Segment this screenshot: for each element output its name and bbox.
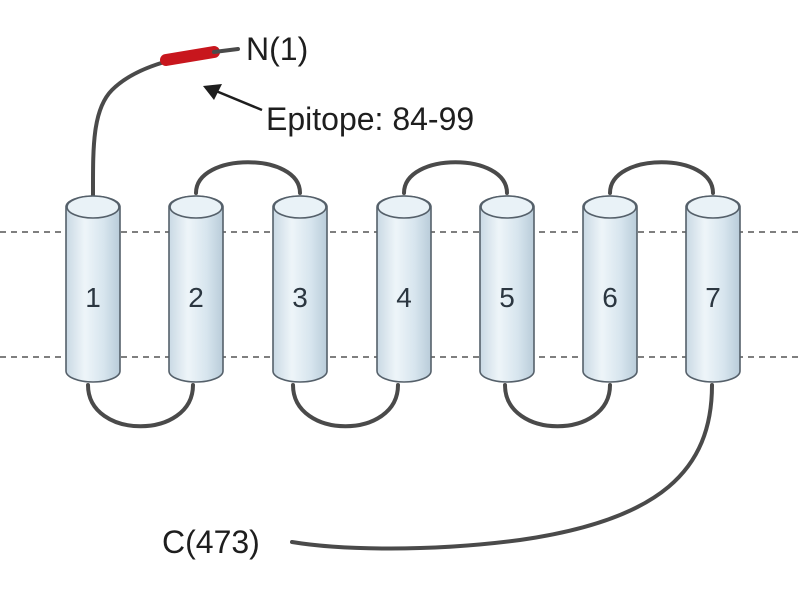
helix-6: 6 [582, 195, 638, 383]
transmembrane-helices: 1 2 3 4 5 6 7 [65, 195, 741, 383]
helix-number-label: 2 [188, 282, 204, 313]
extracellular-loop-2 [402, 160, 509, 195]
intracellular-loop-2 [291, 383, 400, 429]
helix-number-label: 4 [396, 282, 412, 313]
c-terminal-tail [290, 383, 714, 551]
helix-top-cap [583, 195, 637, 219]
helix-1: 1 [65, 195, 121, 383]
epitope-label: Epitope: 84-99 [266, 101, 474, 137]
helix-top-cap [273, 195, 327, 219]
helix-number-label: 5 [499, 282, 515, 313]
intracellular-loop-1 [86, 383, 195, 429]
helix-top-cap [377, 195, 431, 219]
helix-7: 7 [685, 195, 741, 383]
extracellular-loop-1 [194, 160, 302, 195]
extracellular-loop-3 [608, 160, 715, 195]
n-terminus-label: N(1) [246, 31, 308, 67]
c-terminus-label: C(473) [162, 524, 260, 560]
helix-2: 2 [168, 195, 224, 383]
helix-number-label: 7 [705, 282, 721, 313]
epitope-segment [160, 46, 220, 66]
epitope-arrow [203, 84, 263, 112]
n-terminal-end [212, 47, 240, 54]
helix-number-label: 6 [602, 282, 618, 313]
helix-top-cap [686, 195, 740, 219]
intracellular-loop-3 [503, 383, 612, 429]
helix-4: 4 [376, 195, 432, 383]
helix-top-cap [169, 195, 223, 219]
helix-number-label: 3 [292, 282, 308, 313]
helix-number-label: 1 [85, 282, 101, 313]
n-terminal-tail [90, 59, 170, 198]
helix-top-cap [66, 195, 120, 219]
helix-top-cap [480, 195, 534, 219]
helix-3: 3 [272, 195, 328, 383]
helix-5: 5 [479, 195, 535, 383]
